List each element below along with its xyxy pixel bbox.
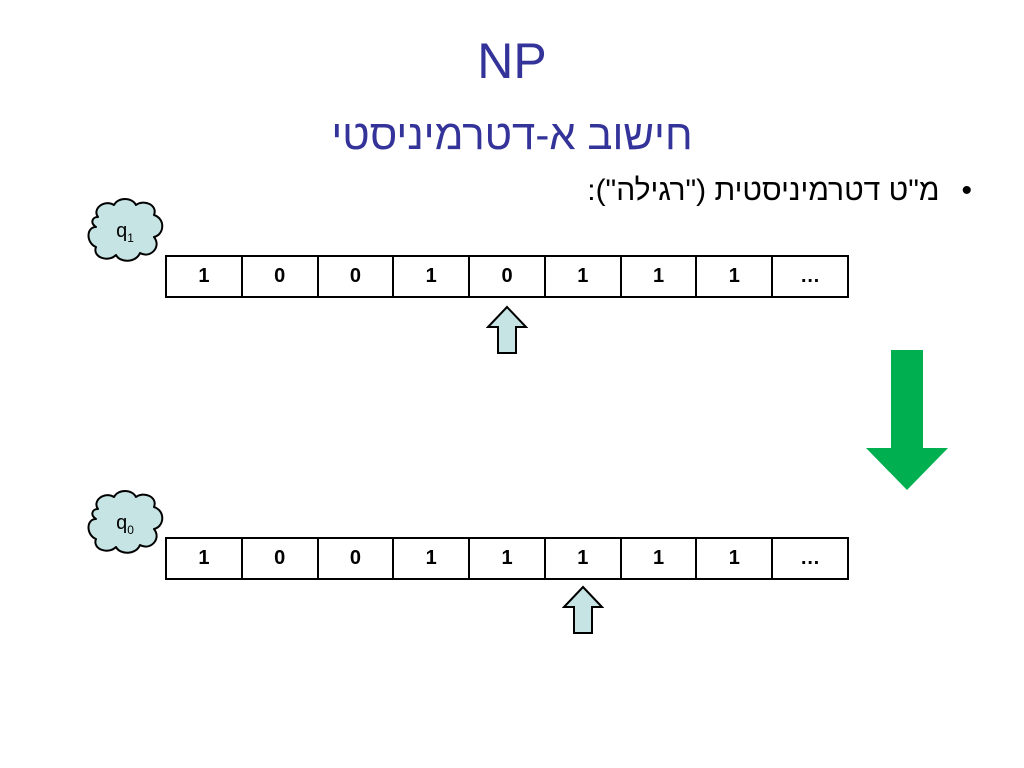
tape-cell: 1: [546, 257, 622, 296]
cloud-icon: [87, 198, 164, 262]
state-index: 0: [127, 523, 134, 537]
cloud-icon: [87, 490, 164, 554]
tape-cell: 1: [697, 257, 774, 296]
tape-cell: …: [800, 547, 821, 569]
tape-cell: 1: [622, 539, 698, 578]
state-index: 1: [127, 231, 134, 245]
state-letter: q: [116, 512, 128, 534]
tape-cell: 0: [470, 257, 546, 296]
tape-cell: 0: [319, 539, 395, 578]
up-arrow-icon: [562, 585, 604, 634]
tape-cell: 1: [167, 539, 243, 578]
tape-cell: 0: [243, 257, 319, 296]
tape-cell: 0: [319, 257, 395, 296]
tape-cell: 1: [394, 539, 471, 578]
down-arrow-icon: [866, 350, 948, 490]
state-label: q0: [84, 511, 166, 542]
tape-cell: 1: [394, 257, 471, 296]
page-title: NP: [477, 33, 547, 89]
tape-cell: 1: [546, 539, 622, 578]
tape-cell: 0: [243, 539, 319, 578]
page-subtitle: חישוב א-דטרמיניסטי: [331, 111, 693, 158]
up-arrow-icon: [486, 305, 528, 354]
tape-cell: …: [800, 265, 821, 287]
bullet-dot: •: [961, 174, 972, 207]
tape-cell: 1: [622, 257, 698, 296]
state-letter: q: [116, 220, 128, 242]
bullet-item: • מ"ט דטרמיניסטית ("רגילה"):: [587, 168, 972, 214]
state-bubble-after: q0: [84, 489, 166, 557]
bullet-text: מ"ט דטרמיניסטית ("רגילה"):: [587, 174, 940, 207]
tape-cell: 1: [697, 539, 774, 578]
tape-cell: 1: [167, 257, 243, 296]
state-label: q1: [84, 219, 166, 250]
tape-cell: 1: [470, 539, 546, 578]
state-bubble-before: q1: [84, 197, 166, 265]
